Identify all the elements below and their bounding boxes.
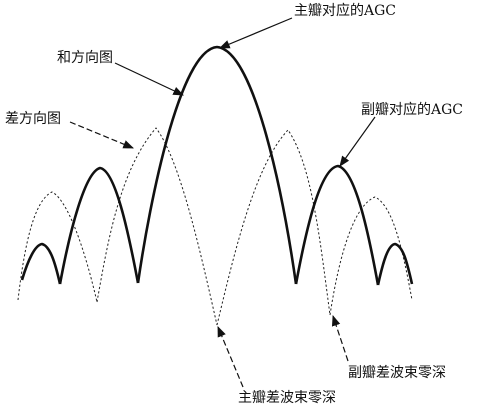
label-sum-pattern: 和方向图 bbox=[57, 50, 113, 66]
sum-main-lobe bbox=[136, 45, 298, 285]
label-side-lobe-agc: 副瓣对应的AGC bbox=[361, 101, 463, 118]
sum-sidelobe-left bbox=[58, 166, 140, 285]
arrow-diff-pattern bbox=[69, 121, 134, 149]
annotation-arrows bbox=[69, 17, 376, 388]
sum-pattern bbox=[20, 45, 414, 286]
arrow-side-lobe-agc bbox=[339, 116, 376, 167]
sum-sidelobe-right bbox=[294, 164, 380, 286]
diff-lobe-far-right bbox=[329, 196, 413, 316]
label-side-diff-null: 副瓣差波束零深 bbox=[348, 365, 446, 381]
arrow-main-diff-null bbox=[217, 326, 244, 388]
difference-pattern bbox=[17, 127, 413, 326]
diff-lobe-far-left bbox=[17, 191, 98, 303]
sum-sidelobe-far-left bbox=[20, 242, 62, 285]
label-diff-pattern: 差方向图 bbox=[5, 111, 61, 127]
sum-sidelobe-far-right bbox=[376, 242, 414, 286]
arrow-sum-pattern bbox=[114, 62, 184, 96]
arrow-side-diff-null bbox=[331, 314, 349, 362]
label-main-lobe-agc: 主瓣对应的AGC bbox=[294, 2, 396, 19]
label-main-diff-null: 主瓣差波束零深 bbox=[238, 390, 336, 406]
arrow-main-lobe-agc bbox=[219, 17, 293, 49]
diff-lobe-left bbox=[96, 127, 218, 326]
diff-lobe-right bbox=[216, 129, 331, 326]
